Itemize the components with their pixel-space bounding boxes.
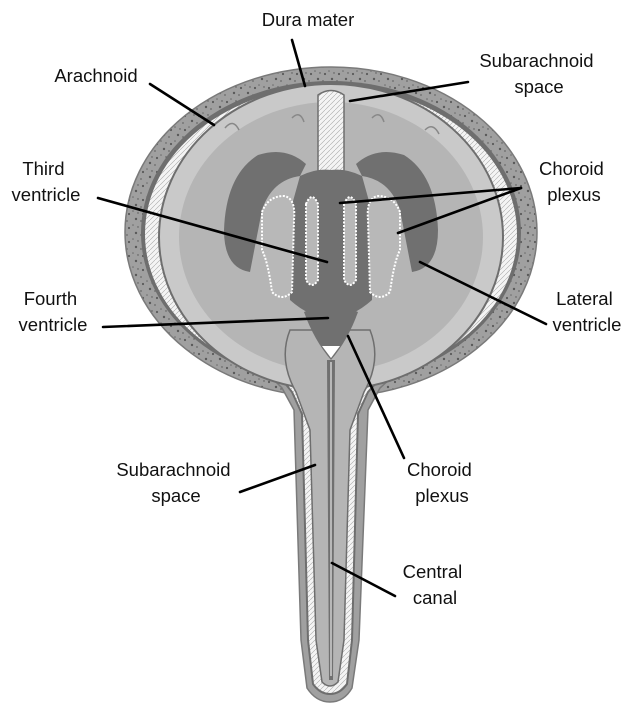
label-central-canal: Central canal [403,561,468,608]
label-dura-mater: Dura mater [262,9,355,30]
label-lateral-ventricle: Lateral ventricle [553,288,622,335]
label-fourth-ventricle: Fourth ventricle [19,288,88,335]
label-subarachnoid-space-top: Subarachnoid space [479,50,598,97]
label-choroid-plexus-bottom: Choroid plexus [407,459,477,506]
label-choroid-plexus-top: Choroid plexus [539,158,609,205]
label-third-ventricle: Third ventricle [12,158,81,205]
label-arachnoid: Arachnoid [54,65,137,86]
label-subarachnoid-space-bottom: Subarachnoid space [116,459,235,506]
